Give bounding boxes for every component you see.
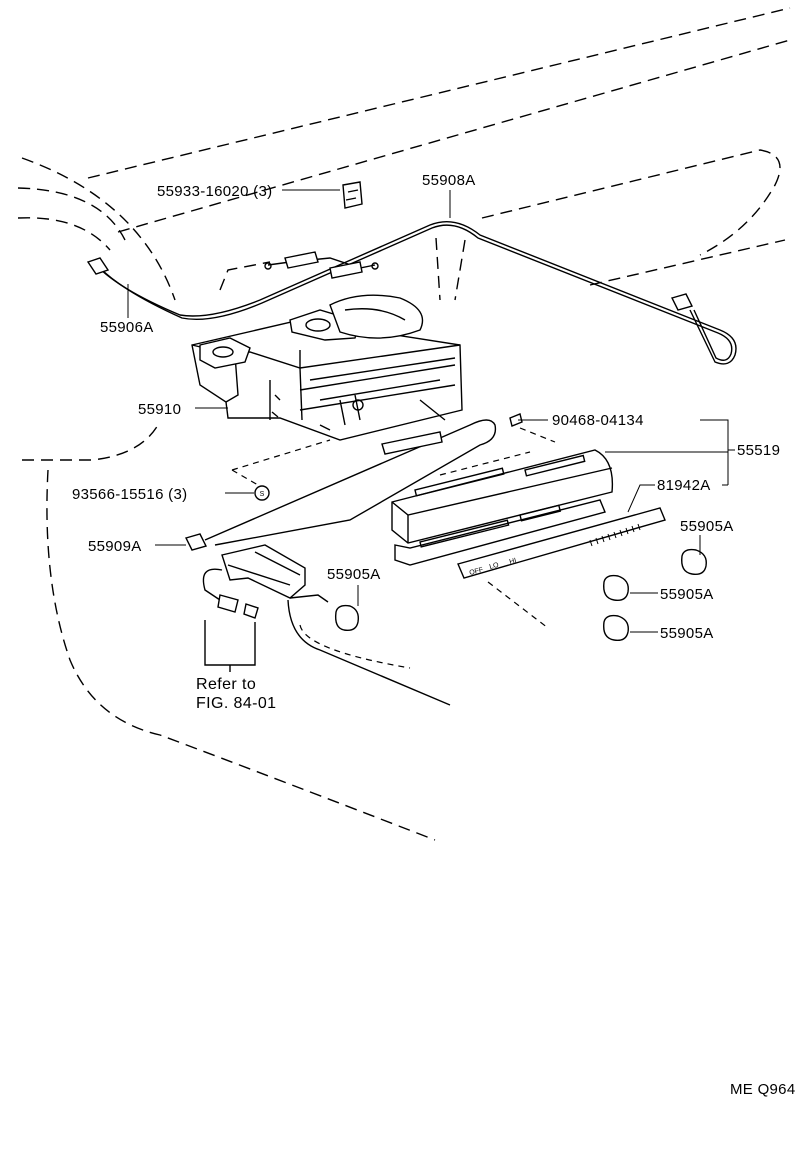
control-cable-55908a (86, 221, 737, 365)
label-55908a: 55908A (422, 172, 476, 189)
label-55905a-low: 55905A (660, 625, 714, 642)
reference-line-1: Refer to (196, 676, 256, 693)
heater-control-unit (191, 294, 463, 441)
label-55933: 55933-16020 (3) (157, 183, 272, 200)
label-90468: 90468-04134 (552, 412, 644, 429)
bulb-socket-assembly (202, 544, 329, 672)
label-55905a-mid: 55905A (660, 586, 714, 603)
panel-mark-off: OFF (469, 567, 484, 577)
part-labels: 55933-16020 (3) 55908A 55906A 55910 9046… (72, 172, 795, 1098)
label-55906a: 55906A (100, 319, 154, 336)
screw-93566: S (231, 439, 331, 501)
label-55910: 55910 (138, 401, 181, 418)
label-93566: 93566-15516 (3) (72, 486, 187, 503)
dashboard-outline (17, 7, 791, 841)
panel-mark-lo: LO (489, 562, 500, 571)
label-81942a: 81942A (657, 477, 711, 494)
diagram-code: ME Q964 (730, 1081, 795, 1098)
control-panel-55519: OFF LO HI (391, 413, 666, 629)
panel-mark-hi: HI (509, 557, 518, 566)
reference-line-2: FIG. 84-01 (196, 695, 276, 712)
clip-55933 (342, 181, 363, 209)
control-cable-55906a (264, 251, 379, 279)
label-55905a-right: 55905A (680, 518, 734, 535)
knobs-55905a (287, 548, 707, 706)
label-55519: 55519 (737, 442, 780, 459)
control-cable-55909a (184, 419, 497, 551)
leader-lines (127, 189, 735, 633)
label-55909a: 55909A (88, 538, 142, 555)
screw-symbol: S (260, 491, 265, 498)
label-55905a-left: 55905A (327, 566, 381, 583)
